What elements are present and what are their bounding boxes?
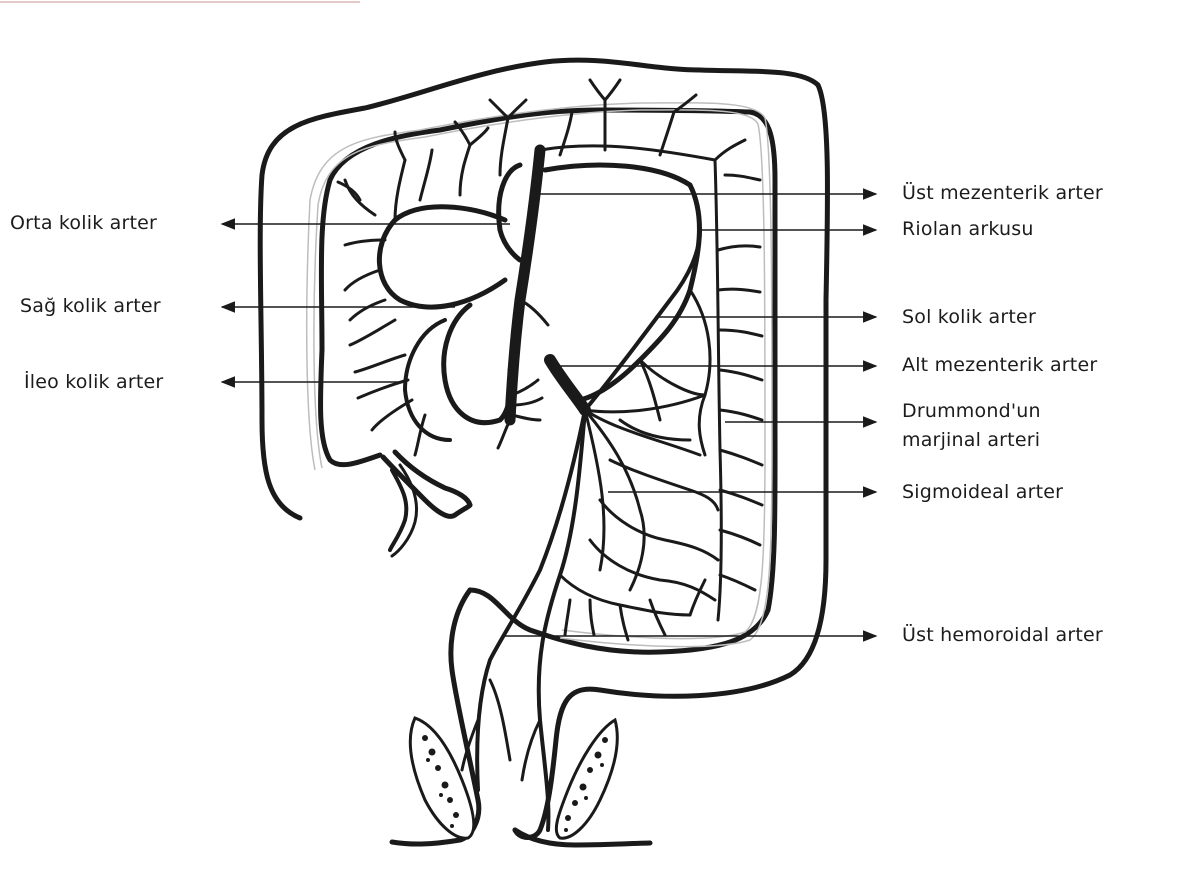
- label-sag-kolik-arter: Sağ kolik arter: [20, 295, 161, 317]
- label-riolan-arkusu: Riolan arkusu: [902, 218, 1034, 240]
- label-sigmoideal-arter: Sigmoideal arter: [902, 481, 1063, 503]
- label-ileo-kolik-arter: İleo kolik arter: [24, 371, 163, 393]
- label-alt-mezenterik-arter: Alt mezenterik arter: [902, 354, 1097, 376]
- pelvic-muscle-right: [556, 720, 617, 838]
- label-ust-hemoroidal-arter: Üst hemoroidal arter: [902, 624, 1103, 646]
- label-orta-kolik-arter: Orta kolik arter: [10, 212, 157, 234]
- label-drummond-line2: marjinal arteri: [902, 429, 1040, 451]
- label-sol-kolik-arter: Sol kolik arter: [902, 306, 1036, 328]
- arcade-branches: [338, 80, 762, 780]
- label-ust-mezenterik-arter: Üst mezenterik arter: [902, 182, 1103, 204]
- label-drummond-line1: Drummond'un: [902, 400, 1041, 422]
